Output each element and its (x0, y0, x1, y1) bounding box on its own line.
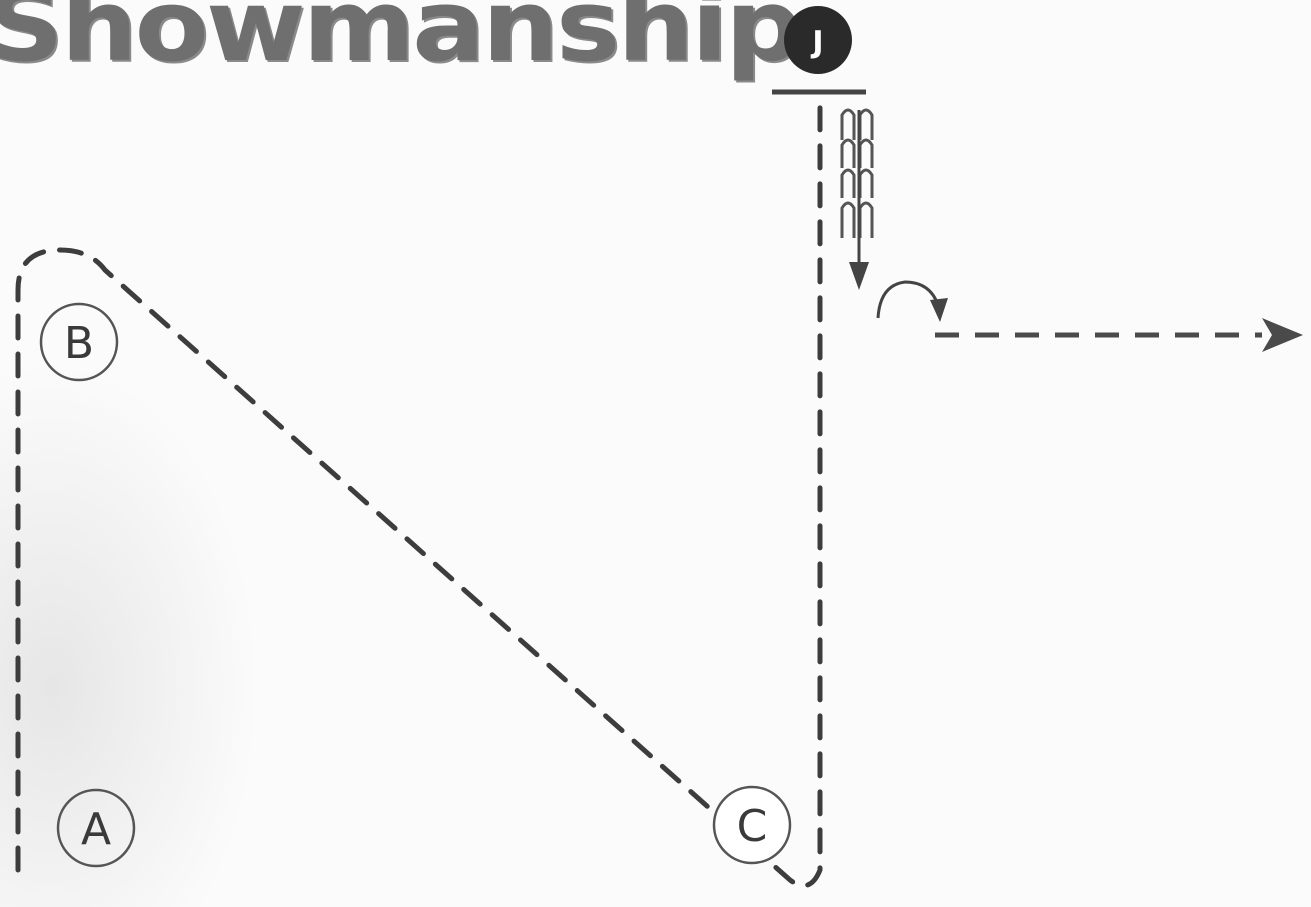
marker-b: B (41, 304, 117, 380)
marker-b-label: B (64, 318, 94, 369)
exit-arrow-icon (935, 318, 1303, 352)
marker-a-label: A (81, 804, 111, 855)
judge-label: J (810, 25, 823, 60)
judge-marker: J (772, 6, 866, 92)
pattern-path (18, 95, 820, 886)
marker-a: A (58, 790, 134, 866)
hoof-track-icon (842, 110, 872, 290)
pivot-arrow-icon (878, 282, 948, 322)
marker-c: C (714, 787, 790, 863)
marker-c-label: C (737, 801, 768, 852)
